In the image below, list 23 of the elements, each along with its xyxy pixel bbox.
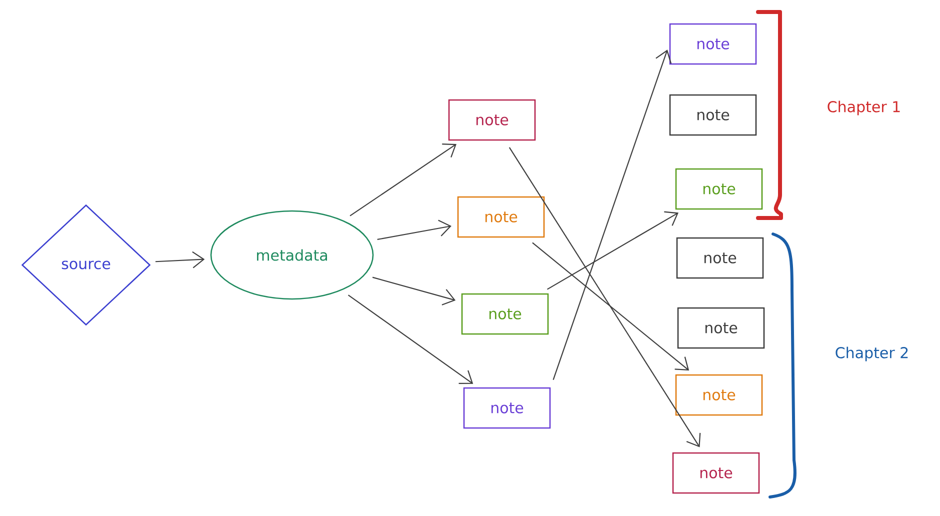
arrow bbox=[532, 242, 690, 371]
note-box: note bbox=[675, 374, 763, 416]
arrow bbox=[508, 147, 701, 448]
chapter-label: Chapter 1 bbox=[828, 100, 900, 116]
arrow bbox=[350, 144, 456, 216]
arrow bbox=[546, 211, 678, 290]
note-box: note bbox=[676, 237, 764, 279]
arrow bbox=[552, 50, 672, 380]
note-box: note bbox=[669, 23, 757, 65]
note-box: note bbox=[463, 387, 551, 429]
note-box: note bbox=[461, 293, 549, 335]
note-box: note bbox=[672, 452, 760, 494]
note-box: note bbox=[677, 307, 765, 349]
note-box: note bbox=[675, 168, 763, 210]
note-box: note bbox=[669, 94, 757, 136]
ellipse-node: metadata bbox=[210, 210, 374, 300]
arrow bbox=[372, 276, 456, 306]
note-box: note bbox=[457, 196, 545, 238]
arrow bbox=[348, 294, 474, 384]
note-box: note bbox=[448, 99, 536, 141]
chapter-label: Chapter 2 bbox=[836, 346, 908, 362]
arrow bbox=[377, 220, 452, 240]
arrow bbox=[155, 251, 205, 268]
